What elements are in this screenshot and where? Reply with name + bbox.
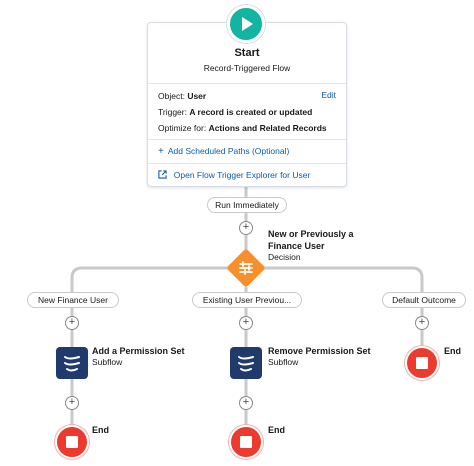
trigger-row: Trigger: A record is created or updated — [158, 107, 312, 117]
add-element-button[interactable]: + — [65, 316, 79, 330]
divider — [148, 163, 346, 164]
optimize-row: Optimize for: Actions and Related Record… — [158, 123, 327, 133]
external-link-icon — [158, 170, 170, 181]
subflow-type: Subflow — [268, 357, 299, 367]
subflow-node-add-permission-set[interactable] — [56, 347, 88, 379]
stop-icon — [416, 357, 428, 369]
add-scheduled-paths-link[interactable]: +Add Scheduled Paths (Optional) — [158, 146, 289, 157]
optimize-value: Actions and Related Records — [208, 123, 327, 133]
run-immediately-pill[interactable]: Run Immediately — [207, 197, 287, 213]
add-element-button[interactable]: + — [415, 316, 429, 330]
start-title: Start — [234, 47, 260, 59]
subflow-icon — [238, 356, 254, 372]
subflow-icon — [64, 356, 80, 372]
optimize-label: Optimize for: — [158, 123, 207, 133]
open-trigger-explorer-label: Open Flow Trigger Explorer for User — [173, 170, 311, 180]
branch-pill-new-finance-user[interactable]: New Finance User — [27, 292, 119, 308]
subflow-title: Add a Permission Set — [92, 346, 185, 356]
end-node[interactable] — [405, 346, 439, 380]
subflow-type: Subflow — [92, 357, 123, 367]
add-scheduled-paths-label: Add Scheduled Paths (Optional) — [167, 146, 290, 156]
decision-node[interactable] — [226, 248, 266, 288]
end-label: End — [268, 425, 285, 435]
subflow-title: Remove Permission Set — [268, 346, 371, 356]
end-label: End — [92, 425, 109, 435]
start-node[interactable] — [227, 5, 265, 43]
object-label: Object: — [158, 91, 185, 101]
add-element-button[interactable]: + — [239, 316, 253, 330]
stop-icon — [66, 436, 78, 448]
decision-type: Decision — [268, 252, 301, 262]
branch-pill-existing-user[interactable]: Existing User Previou... — [192, 292, 302, 308]
start-card[interactable]: Start Record-Triggered Flow Object: User… — [147, 22, 347, 187]
trigger-label: Trigger: — [158, 107, 187, 117]
open-trigger-explorer-link[interactable]: Open Flow Trigger Explorer for User — [158, 170, 310, 181]
decision-title-line1: New or Previously a — [268, 229, 354, 239]
subflow-node-remove-permission-set[interactable] — [230, 347, 262, 379]
trigger-value: A record is created or updated — [189, 107, 313, 117]
object-value: User — [187, 91, 207, 101]
play-icon — [242, 17, 253, 31]
end-label: End — [444, 346, 461, 356]
divider — [148, 139, 346, 140]
branch-pill-default-outcome[interactable]: Default Outcome — [382, 292, 466, 308]
add-element-button[interactable]: + — [239, 221, 253, 235]
object-row: Object: User — [158, 91, 206, 101]
decision-icon — [239, 261, 253, 275]
plus-icon: + — [158, 146, 164, 157]
start-subtitle: Record-Triggered Flow — [203, 63, 291, 73]
edit-link[interactable]: Edit — [321, 90, 336, 100]
add-element-button[interactable]: + — [239, 396, 253, 410]
end-node[interactable] — [55, 425, 89, 459]
end-node[interactable] — [229, 425, 263, 459]
add-element-button[interactable]: + — [65, 396, 79, 410]
decision-title-line2: Finance User — [268, 241, 325, 251]
divider — [148, 83, 346, 84]
stop-icon — [240, 436, 252, 448]
